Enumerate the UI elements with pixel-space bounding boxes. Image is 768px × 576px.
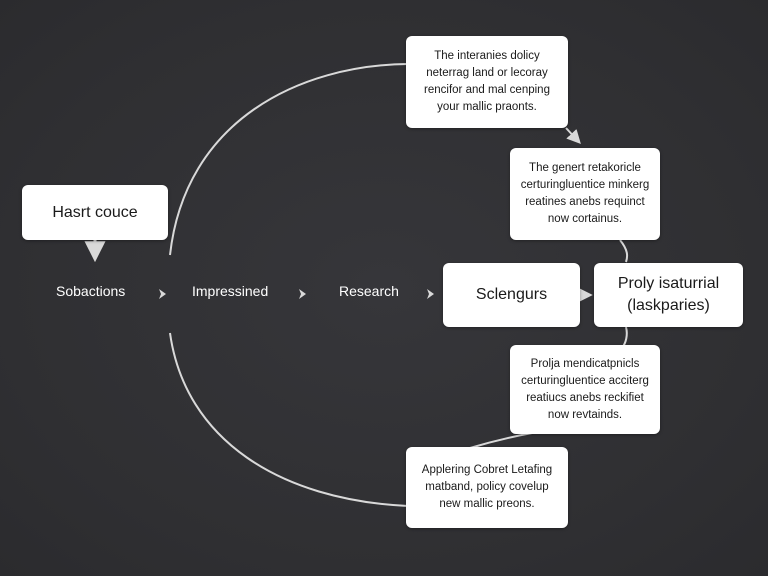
flow-step-3-label: Research xyxy=(339,283,399,299)
card-bottom: Applering Cobret Letafing matband, polic… xyxy=(406,447,568,528)
chevron-right-icon xyxy=(427,289,434,299)
flow-step-2-label: Impressined xyxy=(192,283,269,299)
card-lower-right: Prolja mendicatpnicls certuringluentice … xyxy=(510,345,660,434)
loop-arc-upper xyxy=(169,63,409,256)
flow-step-1-label: Sobactions xyxy=(56,283,126,299)
connector-lower-right-to-bottom xyxy=(469,432,533,449)
start-box-label: Hasrt couce xyxy=(52,203,138,221)
connector-top-to-upper-right xyxy=(565,127,581,145)
card-top: The interanies dolicy neterrag land or l… xyxy=(406,36,568,128)
connector-upper-right-to-right-box xyxy=(619,239,629,263)
right-box: Proly isaturrial (laskparies) xyxy=(594,263,743,327)
center-box: Sclengurs xyxy=(443,263,580,327)
card-lower-right-text: Prolja mendicatpnicls certuringluentice … xyxy=(521,357,649,421)
right-box-label: Proly isaturrial (laskparies) xyxy=(617,275,720,314)
chevron-right-icon xyxy=(159,289,166,299)
card-bottom-text: Applering Cobret Letafing matband, polic… xyxy=(421,464,553,510)
start-box: Hasrt couce xyxy=(22,185,168,240)
card-upper-right-text: The genert retakoricle certuringluentice… xyxy=(520,162,650,225)
card-top-text: The interanies dolicy neterrag land or l… xyxy=(424,50,550,113)
center-box-label: Sclengurs xyxy=(475,286,548,303)
loop-arc-lower xyxy=(169,332,409,507)
card-upper-right: The genert retakoricle certuringluentice… xyxy=(510,148,660,240)
chevron-right-icon xyxy=(299,289,306,299)
